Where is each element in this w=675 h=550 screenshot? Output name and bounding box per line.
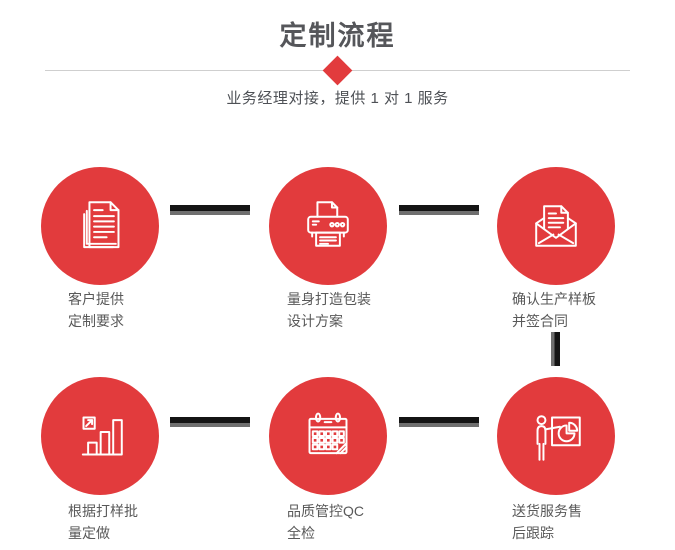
step-label-1: 客户提供 定制要求 (68, 288, 124, 332)
connector-horizontal (170, 205, 250, 215)
diamond-accent (322, 55, 353, 86)
step-label-line: 定制要求 (68, 313, 124, 329)
step-circle-6 (497, 377, 615, 495)
step-label-line: 品质管控QC (287, 503, 364, 519)
step-label-line: 设计方案 (287, 313, 343, 329)
step-circle-5 (269, 377, 387, 495)
bar-chart-icon (81, 416, 123, 456)
step-label-line: 根据打样批 (68, 503, 138, 519)
connector-vertical (551, 332, 560, 366)
step-label-line: 并签合同 (512, 313, 568, 329)
step-label-line: 后跟踪 (512, 525, 554, 541)
step-label-4: 根据打样批 量定做 (68, 500, 138, 544)
step-circle-4 (41, 377, 159, 495)
connector-horizontal (399, 417, 479, 427)
connector-horizontal (170, 417, 250, 427)
step-label-line: 量定做 (68, 525, 110, 541)
calendar-icon (308, 412, 348, 455)
step-label-6: 送货服务售 后跟踪 (512, 500, 582, 544)
documents-icon (83, 201, 120, 249)
step-circle-1 (41, 167, 159, 285)
step-label-3: 确认生产样板 并签合同 (512, 288, 596, 332)
step-label-line: 量身打造包装 (287, 291, 371, 307)
step-label-5: 品质管控QC 全检 (287, 500, 364, 544)
step-label-line: 全检 (287, 525, 315, 541)
page-subtitle: 业务经理对接，提供 1 对 1 服务 (226, 90, 449, 107)
presenter-icon (536, 415, 581, 461)
step-label-line: 确认生产样板 (512, 291, 596, 307)
envelope-icon (535, 205, 577, 247)
connector-horizontal (399, 205, 479, 215)
page-title: 定制流程 (279, 21, 396, 51)
step-label-line: 送货服务售 (512, 503, 582, 519)
step-label-2: 量身打造包装 设计方案 (287, 288, 371, 332)
step-circle-3 (497, 167, 615, 285)
step-label-line: 客户提供 (68, 291, 124, 307)
printer-icon (307, 201, 349, 247)
step-circle-2 (269, 167, 387, 285)
